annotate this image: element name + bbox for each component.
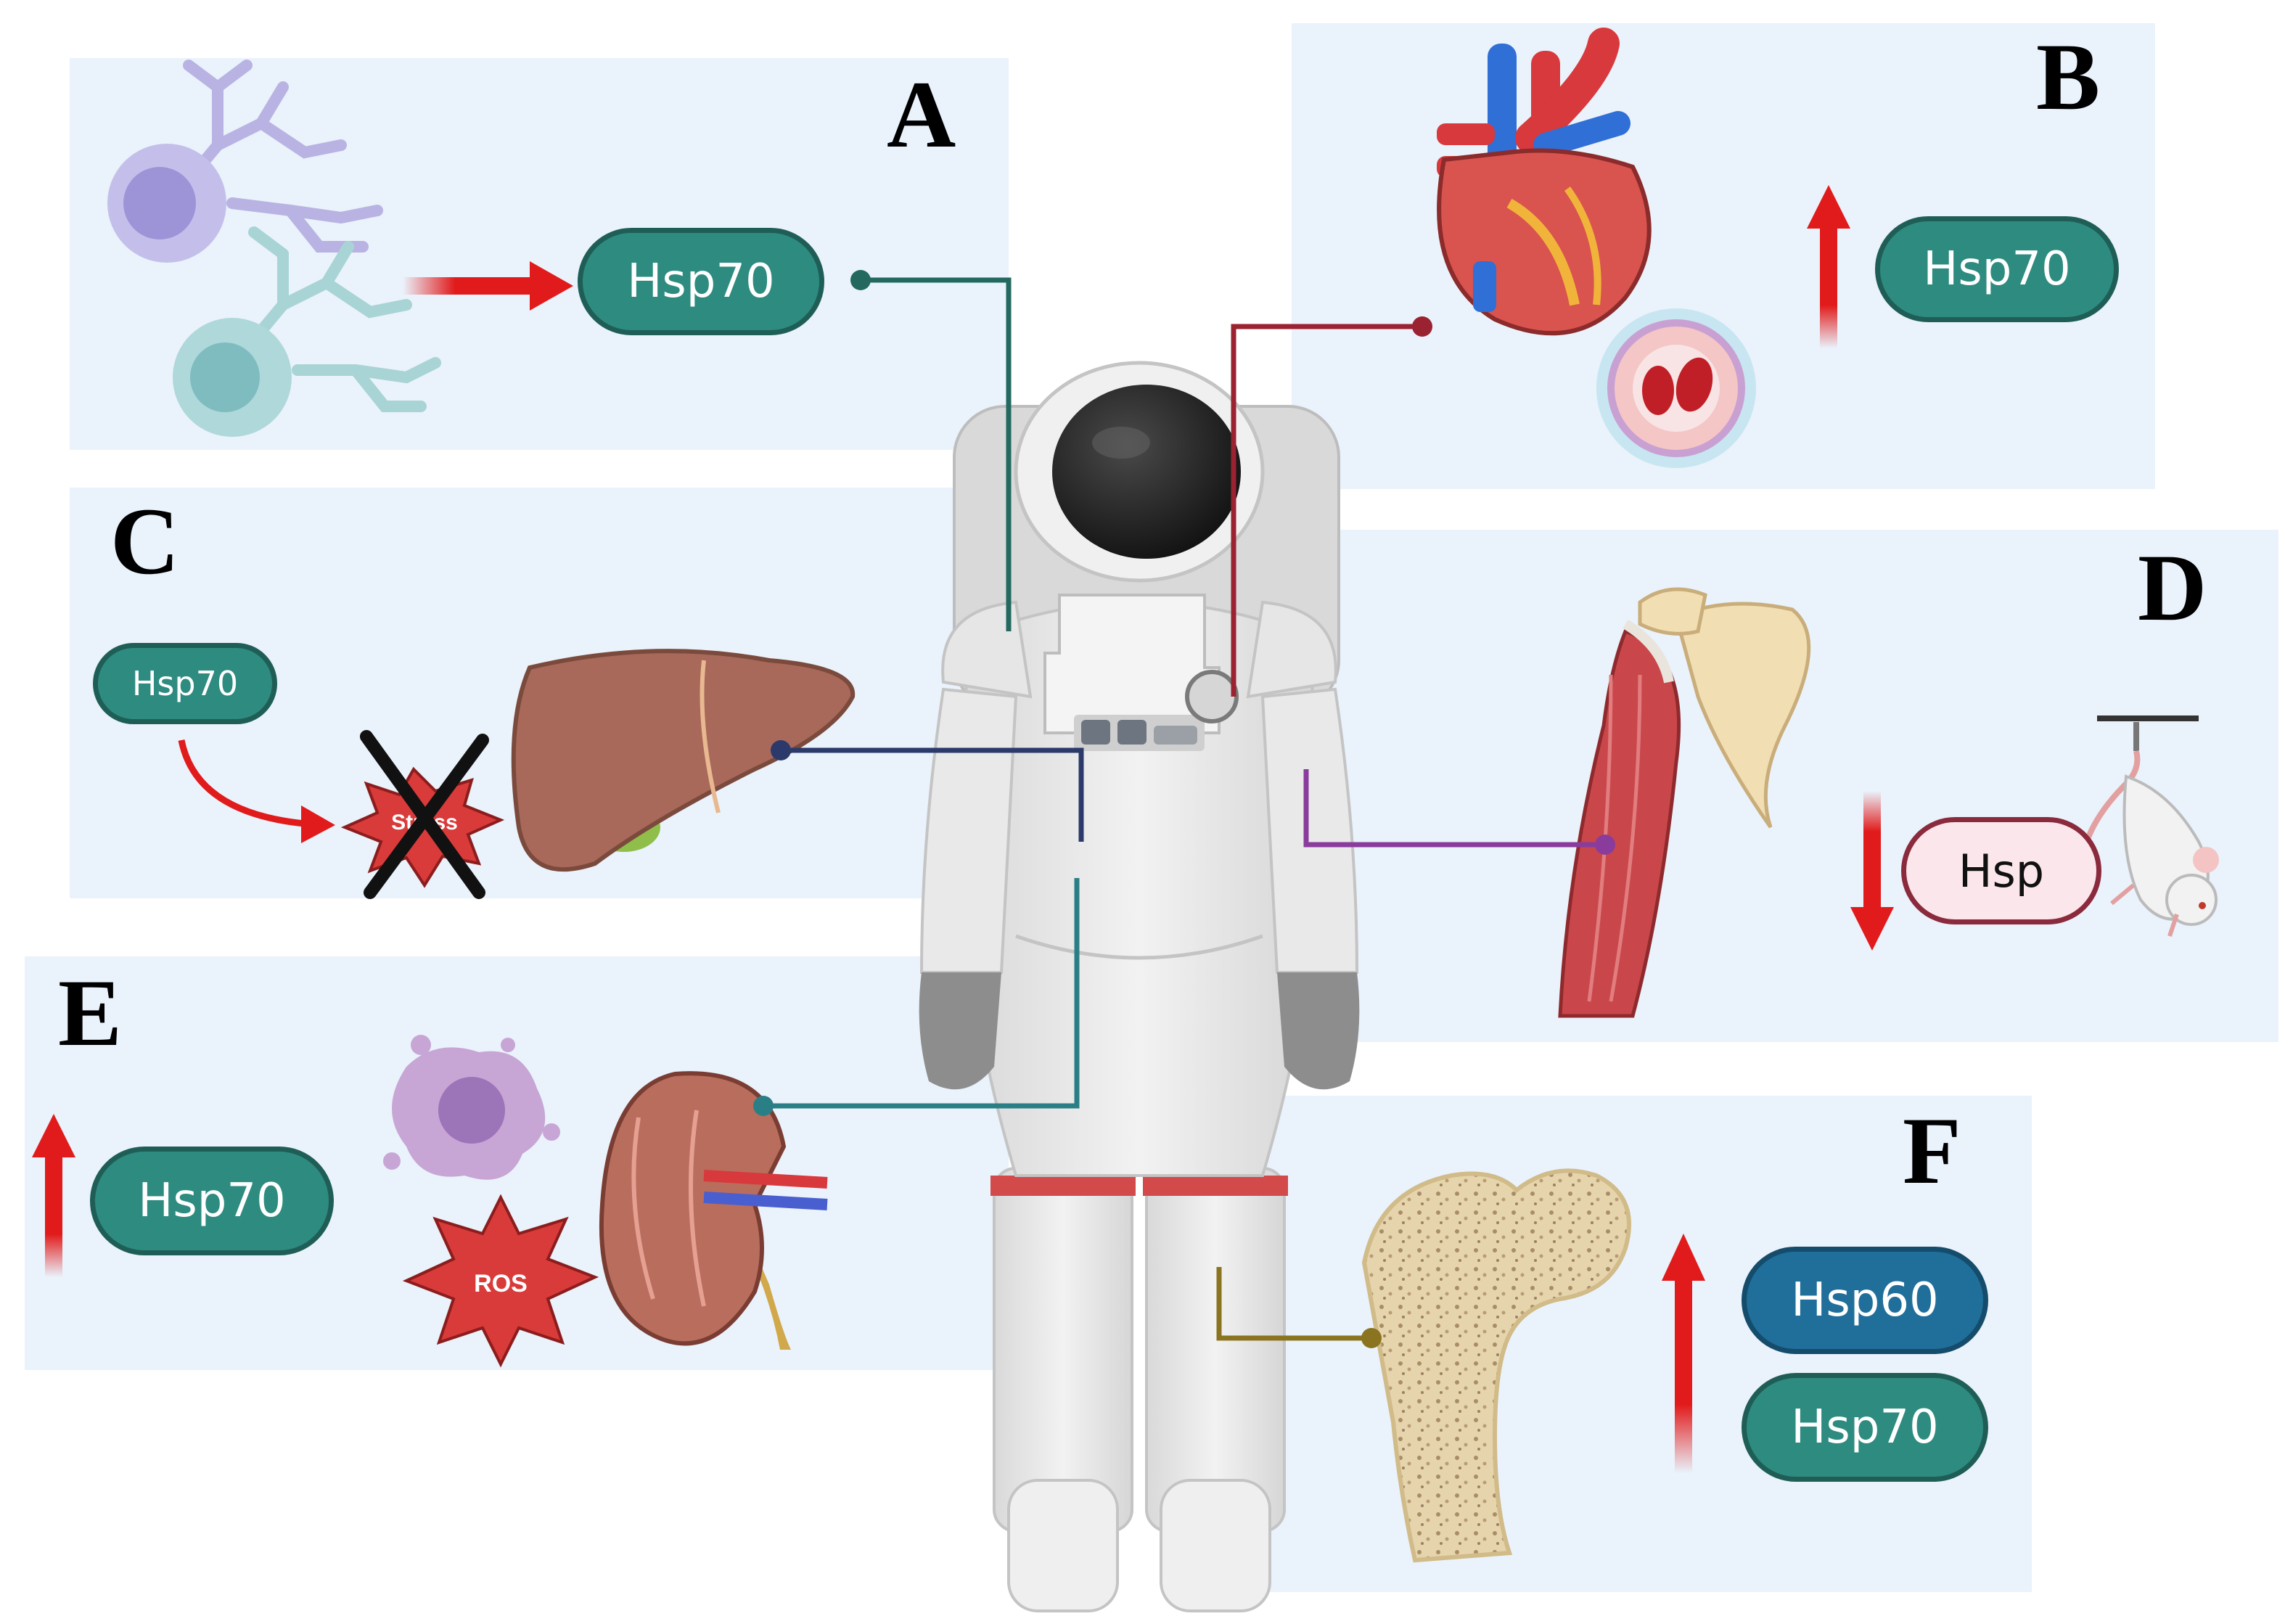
neuron-icon (107, 60, 383, 263)
hsp70-pill-a: Hsp70 (578, 228, 824, 335)
panel-label-a: A (887, 61, 956, 168)
down-arrow-icon (1850, 791, 1894, 951)
connector-f (1216, 1267, 1371, 1341)
shoulder-muscle-icon (1558, 587, 1811, 1018)
femur-bone-icon (1361, 1168, 1631, 1563)
curved-arrow-icon (178, 739, 335, 843)
increase-arrow-icon (1807, 185, 1850, 348)
panel-label-e: E (58, 959, 123, 1066)
astronaut-icon (919, 361, 1360, 1612)
ros-star-icon: ROS (402, 1194, 599, 1368)
kidney-icon (599, 1071, 828, 1350)
increase-arrow-icon (403, 261, 573, 311)
increase-arrow-icon (1662, 1234, 1705, 1473)
hsp70-pill-e: Hsp70 (90, 1147, 334, 1255)
connector-c (781, 747, 1084, 842)
increase-arrow-icon (32, 1114, 75, 1277)
blood-vessel-icon (1596, 308, 1756, 468)
connector-lines (763, 277, 1605, 1341)
panel-label-d: D (2138, 534, 2207, 641)
connector-d (1303, 769, 1605, 848)
panel-label-b: B (2036, 23, 2101, 130)
hsp60-pill-f: Hsp60 (1742, 1247, 1988, 1354)
mouse-icon (2080, 715, 2219, 937)
hsp70-pill-c: Hsp70 (93, 643, 277, 724)
ros-label: ROS (474, 1270, 528, 1297)
connector-e (763, 878, 1080, 1109)
neuron-icon (173, 226, 441, 437)
apoptotic-cell-icon (383, 1035, 560, 1180)
connector-b (1231, 324, 1422, 697)
stress-star-icon: Stress (340, 730, 505, 899)
hsp-pill-d: Hsp (1901, 817, 2101, 924)
heart-icon (1437, 28, 1652, 336)
liver-icon (511, 649, 856, 872)
connector-a (861, 277, 1012, 631)
hsp70-pill-b: Hsp70 (1875, 216, 2119, 322)
connector-dots (753, 270, 1615, 1348)
panel-label-c: C (110, 488, 180, 594)
panel-label-f: F (1903, 1097, 1961, 1204)
hsp70-pill-f: Hsp70 (1742, 1373, 1988, 1482)
